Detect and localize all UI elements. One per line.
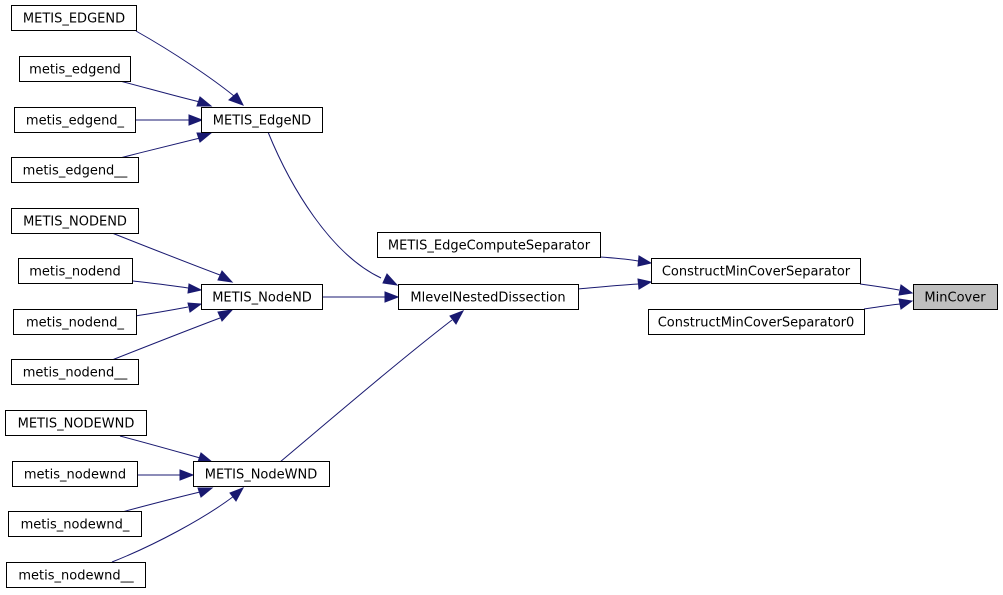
node-METIS_NODEWND[interactable]: METIS_NODEWND: [5, 410, 147, 436]
node-label: METIS_NODEND: [23, 215, 127, 230]
edge-metis_nodend__-to-METIS_NodeND: [111, 309, 234, 361]
node-label: metis_nodewnd_: [21, 518, 130, 533]
node-METIS_EdgeComputeSeparator[interactable]: METIS_EdgeComputeSeparator: [377, 232, 601, 258]
node-label: METIS_EdgeComputeSeparator: [388, 239, 591, 254]
edge-metis_edgend__-to-METIS_EdgeND: [119, 132, 213, 159]
edge-ConstructMinCoverSeparator-to-MinCover: [859, 283, 914, 296]
node-METIS_EDGEND[interactable]: METIS_EDGEND: [11, 5, 137, 31]
node-MinCover-root[interactable]: MinCover: [913, 284, 998, 310]
edges-layer: [111, 30, 914, 563]
node-metis_nodend__[interactable]: metis_nodend__: [11, 359, 139, 385]
node-label: METIS_NodeWND: [205, 468, 317, 483]
node-label: metis_nodend__: [23, 366, 128, 381]
edge-metis_edgend-to-METIS_EdgeND: [119, 80, 213, 107]
node-label: metis_edgend__: [23, 164, 128, 179]
node-metis_nodewnd[interactable]: metis_nodewnd: [12, 461, 138, 487]
edge-METIS_EDGEND-to-METIS_EdgeND: [135, 30, 245, 106]
node-label: METIS_EDGEND: [23, 12, 125, 27]
node-metis_edgend__[interactable]: metis_edgend__: [11, 157, 139, 183]
node-metis_nodewnd__[interactable]: metis_nodewnd__: [6, 562, 146, 588]
node-ConstructMinCoverSeparator0[interactable]: ConstructMinCoverSeparator0: [648, 309, 865, 335]
edge-METIS_EdgeND-to-MlevelNestedDissection: [267, 131, 399, 286]
node-label: ConstructMinCoverSeparator: [662, 265, 851, 280]
edge-MlevelNestedDissection-to-ConstructMinCoverSeparator: [577, 278, 653, 290]
node-label: MinCover: [924, 291, 986, 306]
node-ConstructMinCoverSeparator[interactable]: ConstructMinCoverSeparator: [651, 258, 861, 284]
node-MlevelNestedDissection[interactable]: MlevelNestedDissection: [398, 284, 579, 310]
edge-metis_nodend_-to-METIS_NodeND: [134, 302, 203, 317]
node-label: METIS_NodeND: [212, 291, 312, 306]
nodes-layer: METIS_EDGEND metis_edgend metis_edgend_ …: [5, 5, 998, 588]
edge-METIS_NODEND-to-METIS_NodeND: [111, 232, 234, 283]
node-metis_nodewnd_[interactable]: metis_nodewnd_: [8, 511, 142, 537]
edge-METIS_NODEWND-to-METIS_NodeWND: [119, 435, 214, 463]
node-label: metis_nodewnd__: [18, 569, 134, 584]
node-metis_edgend[interactable]: metis_edgend: [19, 56, 131, 82]
node-metis_nodend[interactable]: metis_nodend: [18, 258, 133, 284]
edge-metis_nodewnd__-to-METIS_NodeWND: [111, 487, 245, 563]
node-METIS_NodeND[interactable]: METIS_NodeND: [201, 284, 323, 310]
node-metis_nodend_[interactable]: metis_nodend_: [13, 309, 137, 335]
node-label: metis_edgend: [29, 63, 121, 78]
node-METIS_NodeWND[interactable]: METIS_NodeWND: [193, 461, 330, 487]
edge-METIS_NodeND-to-MlevelNestedDissection: [322, 291, 400, 303]
node-METIS_NODEND[interactable]: METIS_NODEND: [11, 208, 139, 234]
node-label: METIS_EdgeND: [213, 114, 311, 129]
node-label: metis_edgend_: [26, 114, 125, 129]
node-label: ConstructMinCoverSeparator0: [658, 316, 855, 331]
node-metis_edgend_[interactable]: metis_edgend_: [14, 107, 136, 133]
edge-METIS_EdgeComputeSeparator-to-ConstructMinCoverSeparator: [599, 255, 653, 267]
edge-metis_nodewnd-to-METIS_NodeWND: [137, 469, 195, 481]
edge-metis_nodend-to-METIS_NodeND: [132, 280, 203, 294]
edge-metis_nodewnd_-to-METIS_NodeWND: [121, 487, 214, 513]
node-label: metis_nodewnd: [24, 468, 126, 483]
node-label: metis_nodend: [29, 265, 121, 280]
edge-ConstructMinCoverSeparator0-to-MinCover: [863, 298, 914, 310]
edge-METIS_NodeWND-to-MlevelNestedDissection: [279, 310, 465, 463]
edge-metis_edgend_-to-METIS_EdgeND: [135, 114, 204, 126]
node-label: metis_nodend_: [26, 316, 125, 331]
node-label: MlevelNestedDissection: [410, 291, 565, 306]
node-METIS_EdgeND[interactable]: METIS_EdgeND: [201, 107, 323, 133]
node-label: METIS_NODEWND: [18, 417, 135, 432]
